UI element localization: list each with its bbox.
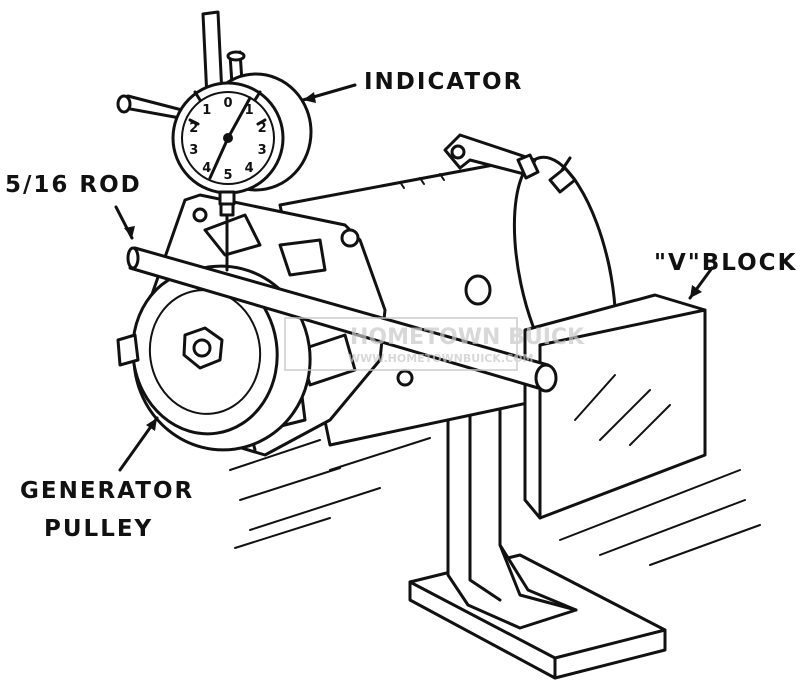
watermark-line1: HOMETOWN BUICK [350,325,585,350]
dial-number: 4 [202,161,211,176]
dial-number: 1 [202,103,211,118]
stand-pillar [446,366,578,630]
housing-bolt-hole [464,274,492,306]
watermark-line2: WWW.HOMETOWNBUICK.COM [348,352,533,365]
generator-pulley [116,264,312,452]
dial-number: 4 [245,161,254,176]
watermark: HOMETOWN BUICK WWW.HOMETOWNBUICK.COM [284,317,585,371]
generator-label: GENERATOR [20,478,195,504]
floor-hatching [229,437,761,566]
rod-label: 5/16 ROD [5,172,142,198]
dial-number: 1 [245,103,254,118]
indicator-mount [116,10,246,120]
dial-number: 5 [223,168,232,183]
pulley-label: PULLEY [44,516,154,542]
indicator-label: INDICATOR [364,69,524,95]
generator-terminals [443,133,577,194]
dial-needle [226,96,252,140]
dial-number: 2 [258,121,267,136]
dial-number: 2 [189,121,198,136]
dial-number: 0 [223,96,232,111]
shaft-key [116,333,140,367]
dial-number: 3 [189,143,198,158]
leader-lines [114,83,714,472]
v-block-label: "V"BLOCK [654,250,798,276]
dial-number: 3 [258,143,267,158]
